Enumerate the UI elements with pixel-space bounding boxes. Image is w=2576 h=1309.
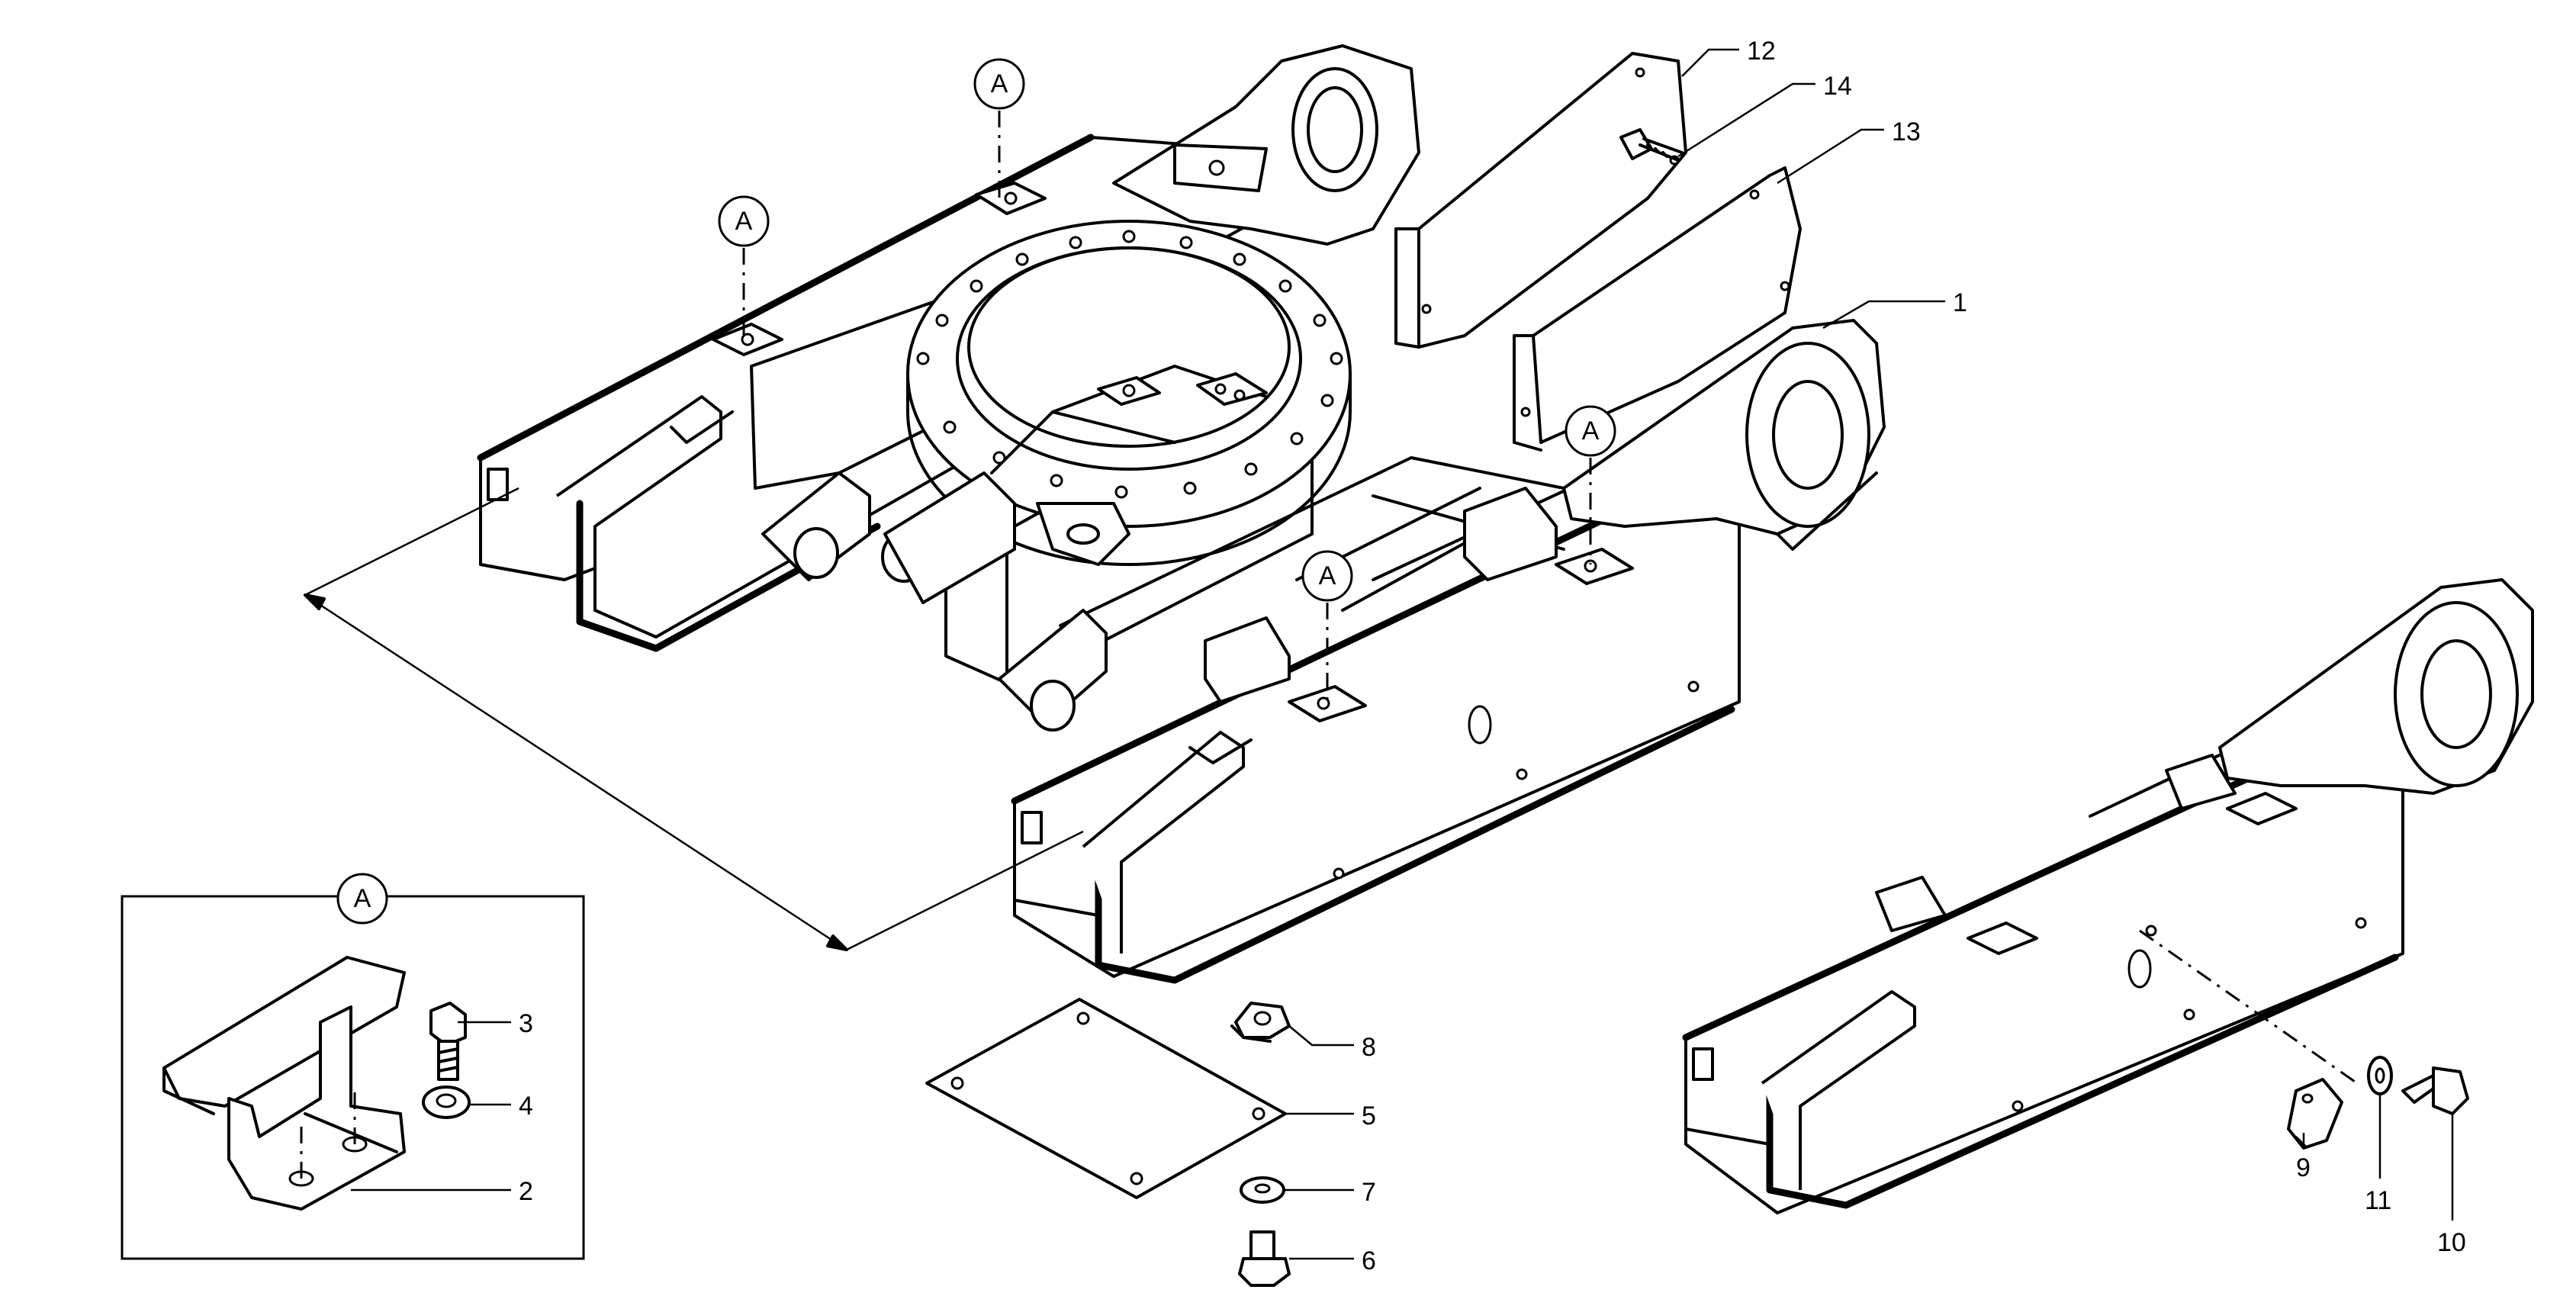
callout-12: 12 [1747, 37, 1776, 66]
detail-box-label: A [354, 884, 371, 913]
detail-box-marker: A [336, 873, 388, 925]
callout-7: 7 [1362, 1178, 1376, 1207]
callout-4: 4 [519, 1092, 533, 1121]
washer-7 [1240, 1176, 1285, 1204]
detail-marker-label: A [1319, 561, 1336, 590]
callout-14: 14 [1823, 72, 1852, 101]
bolt-10 [2401, 1066, 2469, 1115]
detail-marker-label: A [735, 207, 753, 236]
skid-pad-2 [162, 956, 406, 1211]
bolt-3 [429, 1002, 467, 1081]
callout-13: 13 [1892, 117, 1921, 146]
bolt-6 [1238, 1230, 1291, 1287]
detail-a-box [121, 895, 585, 1260]
main-frame [477, 44, 1886, 984]
cover-9 [2287, 1078, 2343, 1150]
callout-11: 11 [2365, 1186, 2391, 1215]
callout-6: 6 [1362, 1246, 1376, 1275]
nut-8 [1230, 1002, 1291, 1043]
washer-11 [2367, 1056, 2393, 1095]
callout-10: 10 [2437, 1228, 2466, 1257]
detail-marker-a: A [973, 58, 1025, 198]
detail-marker-group: A A A A A [336, 58, 1616, 925]
callout-5: 5 [1362, 1102, 1376, 1130]
right-track-frame [1682, 578, 2534, 1214]
bolt-14 [1619, 128, 1684, 162]
callout-1: 1 [1953, 288, 1967, 317]
front-track-frame [1011, 426, 1741, 984]
detail-marker-a: A [1565, 405, 1616, 564]
front-idler-arm [1562, 319, 1886, 551]
detail-marker-label: A [991, 69, 1008, 98]
dimension-line [304, 487, 1084, 951]
skid-pad-mounts [712, 182, 1634, 722]
washer-4 [422, 1085, 471, 1119]
detail-marker-a: A [1301, 550, 1353, 702]
side-plate-12 [1394, 52, 1687, 349]
callout-9: 9 [2296, 1153, 2311, 1182]
ring-bolt-holes [916, 230, 1343, 499]
cover-plate-5 [925, 998, 1287, 1199]
side-plate-13 [1513, 166, 1802, 452]
callout-2: 2 [519, 1177, 533, 1206]
swing-bearing-ring [906, 220, 1352, 566]
boom-pivot-mounts [761, 471, 1130, 732]
callout-8: 8 [1362, 1033, 1376, 1062]
callout-3: 3 [519, 1009, 533, 1038]
detail-marker-label: A [1582, 416, 1600, 445]
upper-idler-arm [1112, 44, 1420, 246]
right-idler-arm [2218, 578, 2534, 795]
callouts: 12 14 13 1 3 4 2 8 5 7 6 9 11 10 [351, 37, 2466, 1275]
detail-marker-a: A [718, 195, 770, 339]
